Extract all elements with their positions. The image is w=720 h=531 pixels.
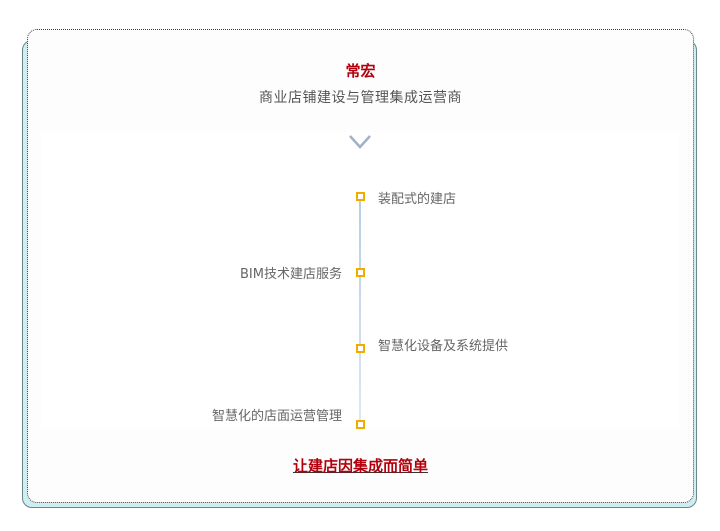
timeline-item-prefab-build: 装配式的建店: [378, 192, 457, 207]
chevron-down-icon: [349, 135, 371, 149]
slogan-container: 让建店因集成而简单: [28, 455, 693, 476]
timeline-node: [356, 192, 365, 201]
brand-name: 常宏: [345, 62, 376, 80]
timeline-item-bim-service: BIM技术建店服务: [240, 267, 342, 282]
timeline-node: [356, 268, 365, 277]
timeline-node: [356, 420, 365, 429]
timeline-item-smart-devices: 智慧化设备及系统提供: [378, 339, 509, 354]
company-tagline: 商业店铺建设与管理集成运营商: [259, 90, 462, 106]
intro-card: 常宏 商业店铺建设与管理集成运营商 装配式的建店 BIM技术建店服务 智慧化设备…: [27, 29, 694, 503]
timeline-item-smart-operations: 智慧化的店面运营管理: [211, 409, 342, 424]
timeline-node: [356, 344, 365, 353]
slogan-link[interactable]: 让建店因集成而简单: [292, 457, 428, 475]
timeline-line: [359, 196, 361, 424]
